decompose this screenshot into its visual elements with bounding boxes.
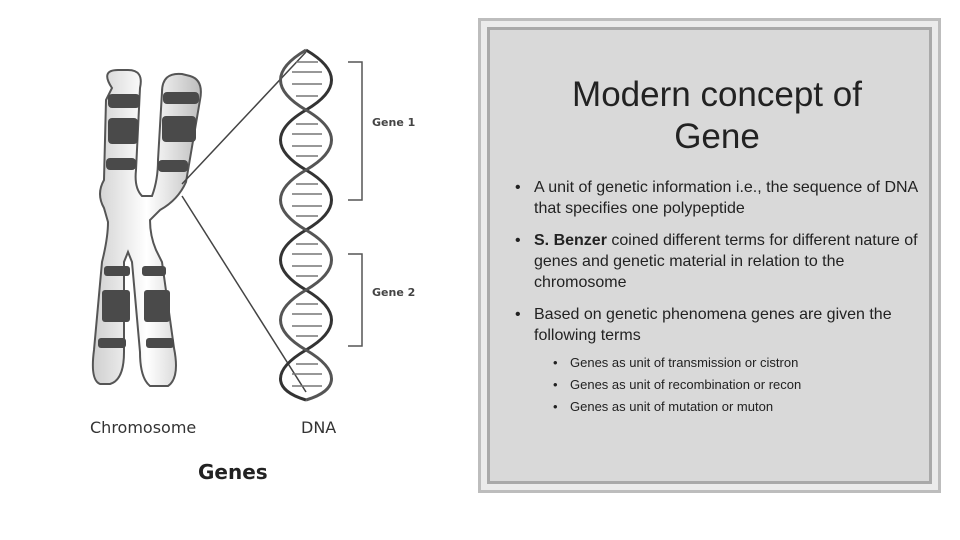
slide-title: Modern concept of Gene <box>552 74 882 158</box>
chromosome-dna-diagram <box>91 48 363 402</box>
bullet-dot-icon: • <box>553 399 558 414</box>
sub-bullet-item: • Genes as unit of mutation or muton <box>510 396 920 418</box>
bullet-text: A unit of genetic information i.e., the … <box>534 179 918 217</box>
gene1-label: Gene 1 <box>372 116 416 129</box>
gene-figure: Gene 1 Gene 2 Chromosome DNA Genes <box>0 0 470 540</box>
dna-helix <box>279 48 333 402</box>
sub-bullet-text: Genes as unit of mutation or muton <box>570 399 774 414</box>
sub-bullet-text: Genes as unit of transmission or cistron <box>570 355 799 370</box>
slide-title-line2: Gene <box>674 117 760 156</box>
dna-label: DNA <box>301 418 337 437</box>
sub-bullet-text: Genes as unit of recombination or recon <box>570 377 802 392</box>
bullet-item: • S. Benzer coined different terms for d… <box>510 230 920 293</box>
sub-bullet-item: • Genes as unit of transmission or cistr… <box>510 352 920 374</box>
chromosome-label: Chromosome <box>90 418 197 437</box>
bullet-dot-icon: • <box>553 355 558 370</box>
chromosome-bands <box>98 92 199 348</box>
bullet-text: Based on genetic phenomena genes are giv… <box>534 306 892 344</box>
genes-caption: Genes <box>198 460 268 484</box>
text-panel-inner: Modern concept of Gene • A unit of genet… <box>487 27 932 484</box>
text-panel: Modern concept of Gene • A unit of genet… <box>478 18 941 493</box>
zoom-lines <box>181 51 307 393</box>
gene-brackets <box>348 61 363 347</box>
gene2-label: Gene 2 <box>372 286 416 299</box>
slide-title-line1: Modern concept of <box>572 75 862 114</box>
bullet-item: • A unit of genetic information i.e., th… <box>510 177 920 219</box>
bullet-text: coined different terms for different nat… <box>534 232 918 291</box>
bullet-bold-text: S. Benzer <box>534 232 607 249</box>
bullet-dot-icon: • <box>553 377 558 392</box>
sub-bullet-item: • Genes as unit of recombination or reco… <box>510 374 920 396</box>
bullet-dot-icon: • <box>515 179 521 196</box>
bullet-dot-icon: • <box>515 306 521 323</box>
bullet-dot-icon: • <box>515 232 521 249</box>
bullet-item: • Based on genetic phenomena genes are g… <box>510 304 920 346</box>
bullet-list: • A unit of genetic information i.e., th… <box>510 177 920 418</box>
dna-base-pairs <box>292 61 322 387</box>
